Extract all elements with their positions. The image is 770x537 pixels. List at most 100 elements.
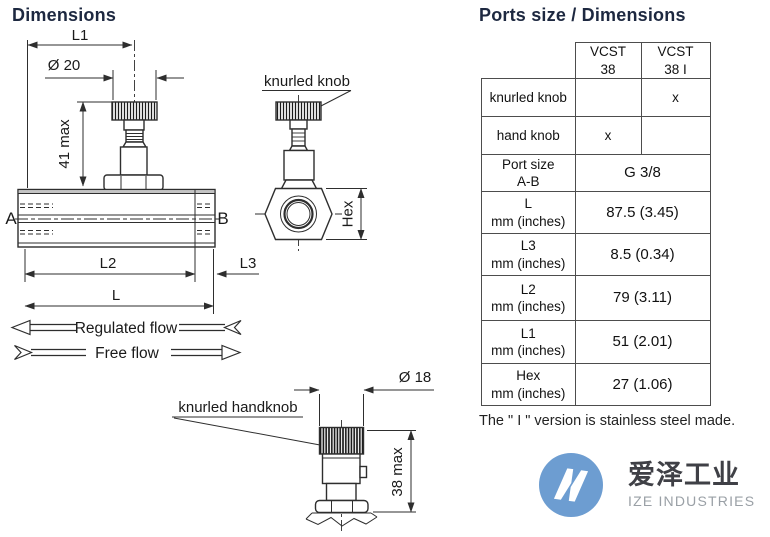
knurled-handknob [318, 426, 365, 455]
ize-industries-logo: 爱泽工业 IZE INDUSTRIES [538, 452, 755, 518]
l1-value: 51 (2.01) [574, 320, 711, 365]
dim-l2-label: L2 [100, 255, 117, 272]
hex-value: 27 (1.06) [574, 363, 711, 407]
port-bore [283, 198, 314, 230]
row-label: Port size A-B [481, 154, 576, 193]
l3-label-line1: L3 [520, 238, 536, 254]
port-size-label-line1: Port size [501, 156, 555, 172]
dim-l1-label: L1 [72, 27, 89, 44]
thread-dashes [20, 203, 213, 235]
handknob-leader [173, 417, 321, 446]
logo-text-block: 爱泽工业 IZE INDUSTRIES [628, 460, 756, 510]
knurled-knob-side [111, 101, 158, 121]
row-label: L2 mm (inches) [481, 275, 576, 322]
ports-size-title: Ports size / Dimensions [479, 5, 686, 25]
hex-nut [314, 499, 369, 514]
row-label: L mm (inches) [481, 191, 576, 235]
port-a-label: A [5, 209, 17, 228]
logo-n-glyph [553, 468, 589, 502]
table-header-row: VCST 38 VCST 38 I [482, 41, 711, 80]
l-label-line2: mm (inches) [491, 213, 566, 229]
dim-41max-label: 41 max [56, 119, 73, 169]
port-b-label: B [217, 209, 228, 228]
table-row-l3: L3 mm (inches) 8.5 (0.34) [481, 233, 711, 277]
table-row-knurled-knob: knurled knob x [481, 78, 711, 118]
flow-tail-left [14, 344, 34, 361]
logo-circle [539, 453, 603, 517]
valve-bonnet [119, 146, 148, 176]
stem-flare [121, 141, 148, 148]
dimensions-title: Dimensions [12, 5, 117, 25]
dim-hex-label: Hex [340, 200, 357, 227]
l1-label-line2: mm (inches) [491, 343, 566, 359]
l-value: 87.5 (3.45) [574, 191, 711, 235]
body-top-shade [18, 190, 215, 194]
knurled-knob-end [275, 101, 322, 121]
table-row-port-size: Port size A-B G 3/8 [481, 154, 711, 193]
free-flow-arrow [14, 344, 242, 361]
knurled-knob-vcst38i: x [640, 78, 711, 118]
knob-stem [123, 119, 145, 131]
dim-l-label: L [112, 287, 120, 304]
regulated-flow-arrow [10, 319, 242, 336]
hex-label-line2: mm (inches) [491, 385, 566, 401]
hand-knob-vcst38i [640, 116, 711, 156]
knurled-knob-leader [318, 90, 352, 108]
header-vcst38-line1: VCST [589, 44, 626, 59]
l2-label-line1: L2 [520, 281, 536, 297]
valve-end-view [255, 90, 367, 251]
free-flow-label: Free flow [95, 345, 160, 362]
logo-latin-text: IZE INDUSTRIES [628, 493, 756, 510]
table-row-l2: L2 mm (inches) 79 (3.11) [481, 275, 711, 322]
valve-side-view [15, 40, 222, 248]
table-row-l1: L1 mm (inches) 51 (2.01) [481, 320, 711, 365]
l-label-line1: L [524, 196, 532, 212]
knurled-knob-vcst38 [574, 78, 642, 118]
port-size-label-line2: A-B [516, 174, 540, 190]
header-vcst38i-line2: 38 I [664, 61, 687, 77]
row-label: Hex mm (inches) [481, 363, 576, 407]
ize-logo-icon [539, 453, 603, 517]
ports-dimensions-table: VCST 38 VCST 38 I knurled knob x hand kn… [481, 41, 711, 407]
hex-label-line1: Hex [516, 368, 541, 384]
l2-value: 79 (3.11) [574, 275, 711, 322]
flow-arrowhead-right [221, 344, 242, 361]
dimension-lines [24, 40, 259, 314]
dim-dia18-label: Ø 18 [399, 369, 432, 386]
handknob-view [172, 386, 434, 532]
knob-thread [125, 129, 144, 143]
l3-value: 8.5 (0.34) [574, 233, 711, 277]
port-size-value: G 3/8 [574, 154, 711, 193]
torn-edge [305, 512, 378, 527]
row-label: knurled knob [481, 78, 576, 118]
l1-label-line1: L1 [520, 325, 536, 341]
table-row-hex: Hex mm (inches) 27 (1.06) [481, 363, 711, 407]
header-vcst38-line2: 38 [600, 61, 616, 77]
table-row-hand-knob: hand knob x [481, 116, 711, 156]
hand-knob-vcst38: x [574, 116, 642, 156]
row-label: L3 mm (inches) [481, 233, 576, 277]
knurled-handknob-label: knurled handknob [178, 399, 297, 416]
hex-body [264, 187, 333, 241]
handknob-stem [325, 482, 357, 502]
flow-tail-right [222, 319, 242, 336]
dim-38max-label: 38 max [389, 447, 406, 497]
header-vcst38i-line1: VCST [657, 44, 694, 59]
side-tab [359, 465, 368, 479]
header-vcst38i: VCST 38 I [640, 41, 711, 80]
lock-nut [103, 174, 164, 191]
knurled-knob-label: knurled knob [264, 73, 350, 90]
row-label: hand knob [481, 116, 576, 156]
regulated-flow-label: Regulated flow [75, 320, 178, 337]
stainless-steel-note: The " I " version is stainless steel mad… [479, 413, 736, 429]
row-label: L1 mm (inches) [481, 320, 576, 365]
table-row-l: L mm (inches) 87.5 (3.45) [481, 191, 711, 235]
dim-dia20-label: Ø 20 [48, 57, 81, 74]
header-vcst38: VCST 38 [574, 41, 642, 80]
dim-l3-label: L3 [240, 255, 257, 272]
l2-label-line2: mm (inches) [491, 299, 566, 315]
valve-body [17, 188, 216, 248]
flow-arrowhead-left [10, 319, 31, 336]
technical-drawing: A B L1 Ø 20 41 max L2 [5, 27, 434, 532]
